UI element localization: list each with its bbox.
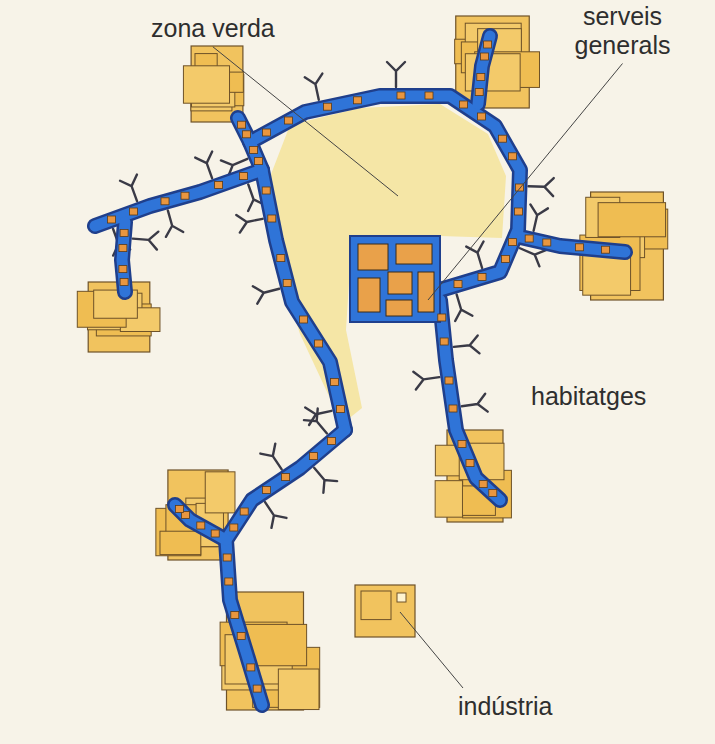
shop-units [108,41,610,692]
general-services [350,236,440,322]
pedestrian-corridors [95,36,625,705]
green-zone [268,104,506,424]
building-clusters [77,16,667,710]
leader-lines [213,47,623,688]
area-label: indústria [455,692,556,721]
area-label: serveis generals [552,2,693,60]
area-label: habitatges [528,382,649,411]
access-branches [113,62,554,528]
area-label: zona verda [148,14,278,43]
